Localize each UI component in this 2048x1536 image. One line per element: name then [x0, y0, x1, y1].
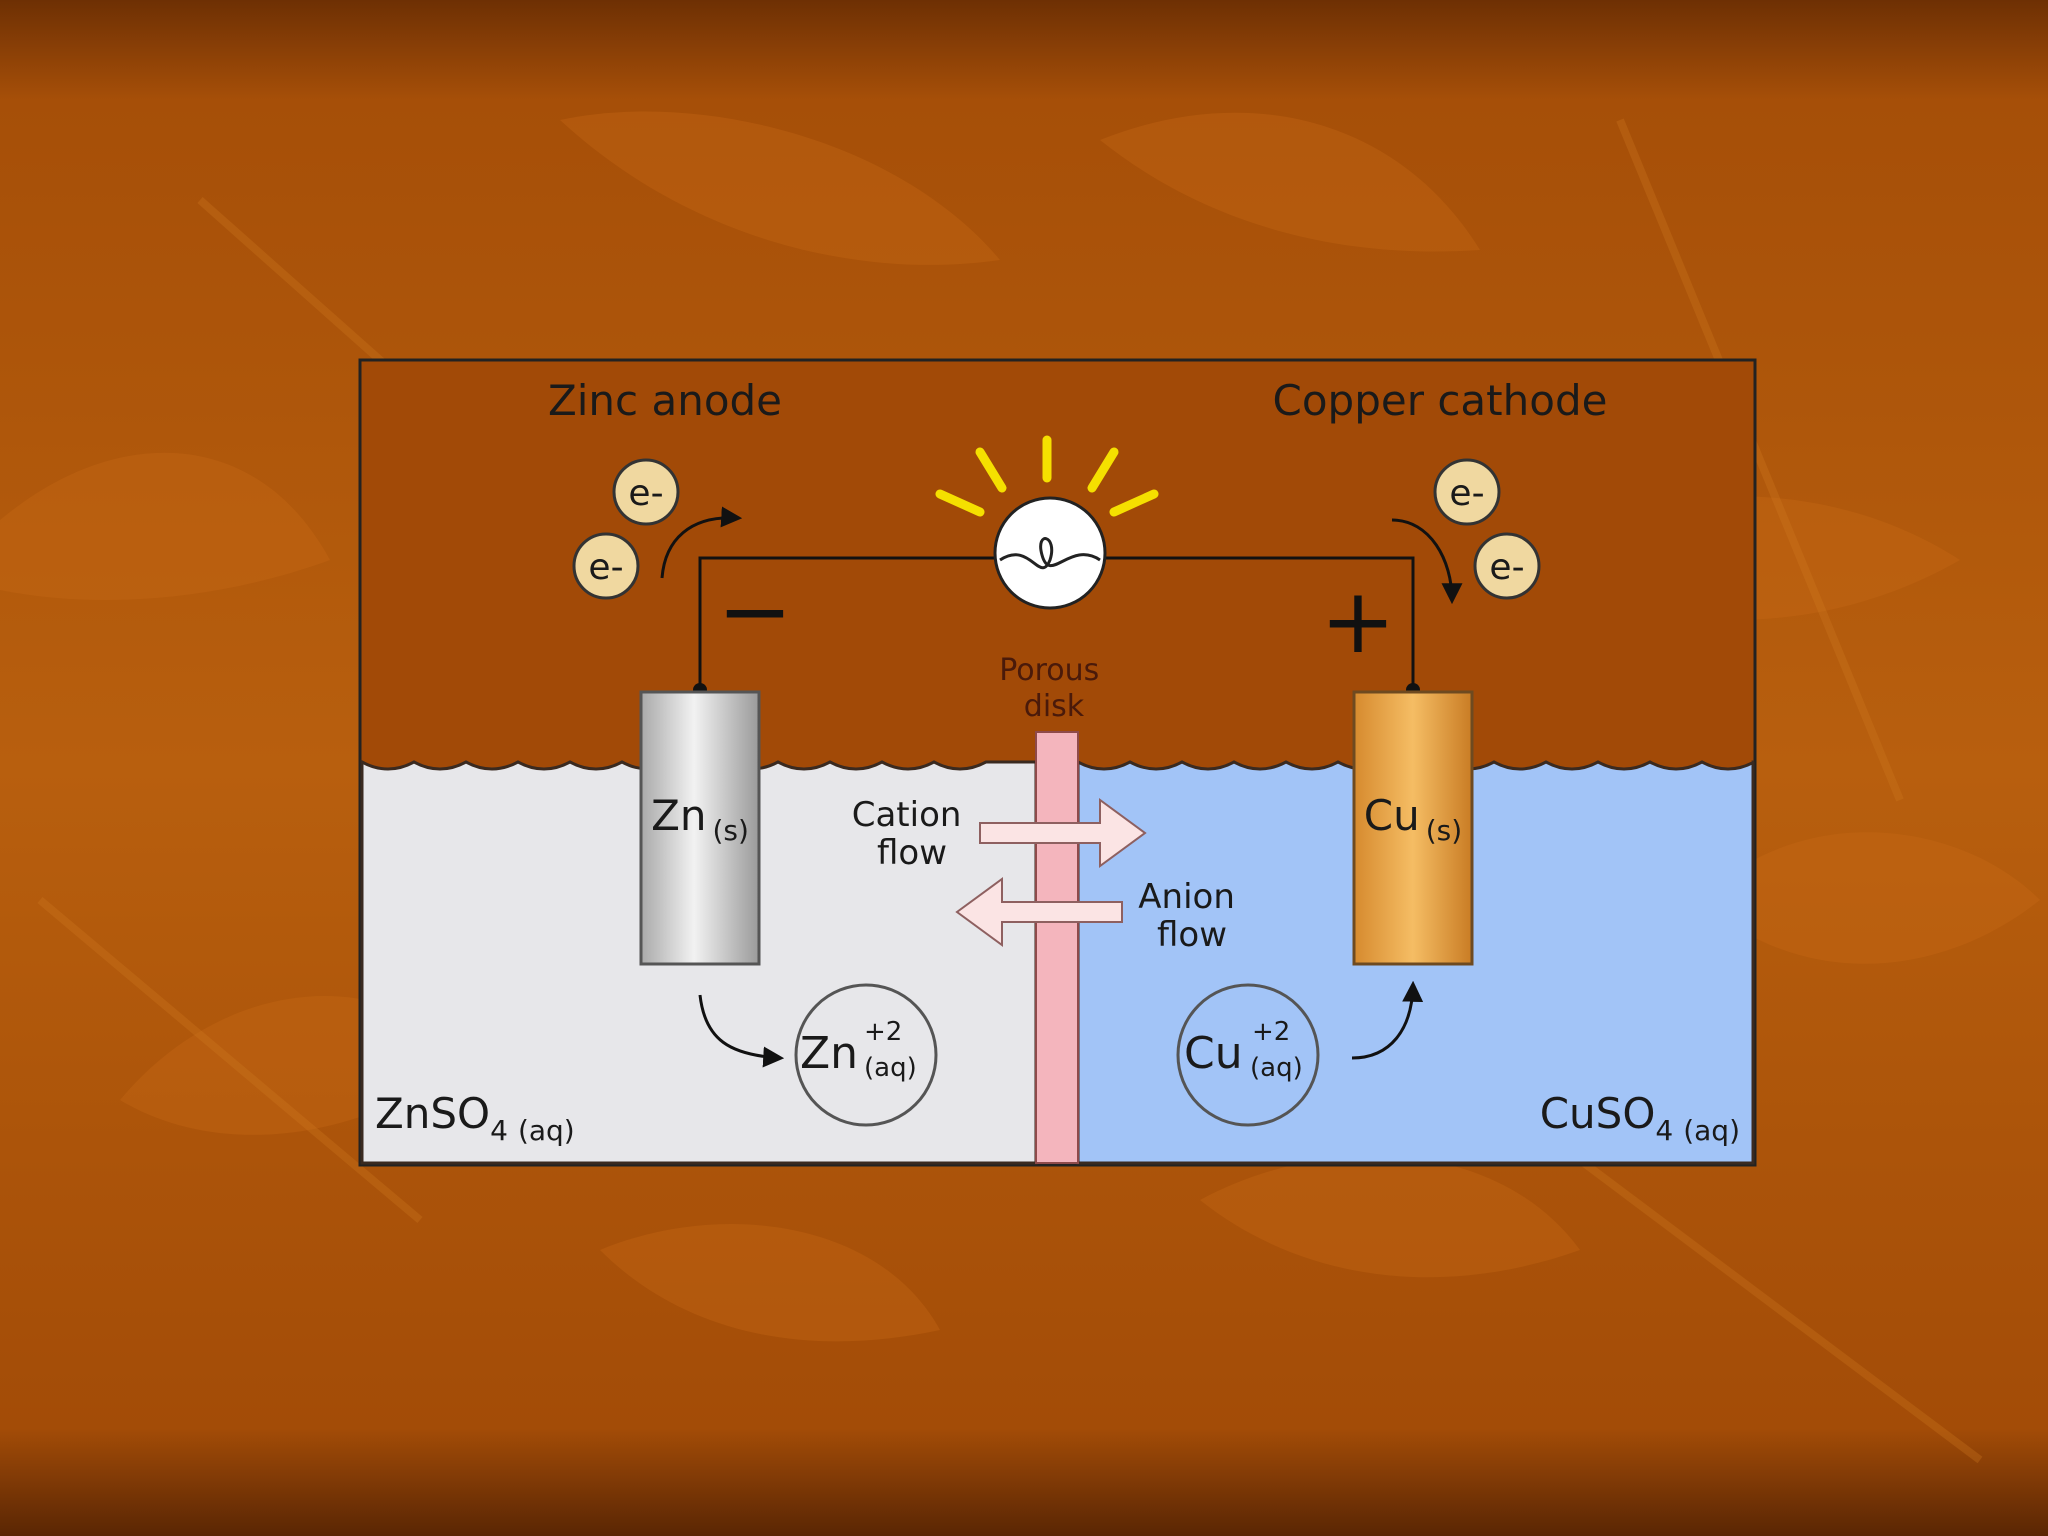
electron-left-2: e-: [572, 532, 640, 600]
svg-text:Cu(s): Cu(s): [1364, 791, 1462, 847]
copper-ion-arrow: [1351, 980, 1424, 1060]
zinc-solution-label: ZnSO4(aq): [375, 1089, 575, 1147]
copper-ion: Cu +2 (aq): [1176, 983, 1320, 1127]
svg-text:e-: e-: [1489, 547, 1524, 588]
cation-flow-label: Cation flow: [852, 795, 973, 873]
zinc-ion-arrow: [698, 994, 785, 1068]
electron-right-2: e-: [1473, 532, 1541, 600]
svg-text:+2: +2: [864, 1017, 902, 1047]
svg-text:e-: e-: [588, 547, 623, 588]
anion-flow-label: Anion flow: [1138, 877, 1245, 955]
svg-text:Zn(s): Zn(s): [651, 791, 749, 847]
cation-flow-arrow: [979, 798, 1147, 868]
svg-text:Cu: Cu: [1184, 1028, 1243, 1079]
zinc-anode-label: Zinc anode: [548, 376, 782, 425]
svg-text:e-: e-: [1449, 473, 1484, 514]
electron-flow-arrow-right: [1391, 518, 1463, 605]
light-bulb-icon: [935, 435, 1159, 610]
svg-text:+2: +2: [1252, 1017, 1290, 1047]
plus-sign: +: [1320, 569, 1395, 674]
copper-cathode-label: Copper cathode: [1273, 376, 1608, 425]
svg-text:(aq): (aq): [1250, 1053, 1303, 1083]
electron-right-1: e-: [1433, 458, 1501, 526]
copper-electrode: Cu(s): [1352, 690, 1474, 966]
porous-disk-label: Porous disk: [999, 653, 1109, 724]
svg-text:e-: e-: [628, 473, 663, 514]
copper-solution-label: CuSO4(aq): [1540, 1089, 1740, 1147]
zinc-electrode: Zn(s): [639, 690, 761, 966]
zinc-ion: Zn +2 (aq): [794, 983, 938, 1127]
electron-left-1: e-: [612, 458, 680, 526]
electron-flow-arrow-left: [660, 506, 743, 579]
svg-text:Zn: Zn: [800, 1028, 858, 1079]
minus-sign: −: [717, 559, 792, 664]
anion-flow-arrow: [955, 877, 1123, 947]
porous-disk: [1035, 731, 1079, 1164]
background-leaves: [0, 111, 2040, 1342]
svg-text:(aq): (aq): [864, 1053, 917, 1083]
